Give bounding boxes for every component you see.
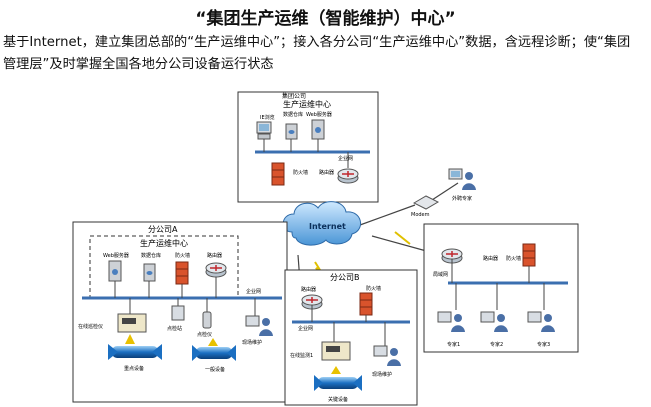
branch-b-key-equipment-label: 关键设备 — [328, 396, 348, 403]
branch-a-key-equipment-label: 重点设备 — [124, 365, 144, 372]
experts-router-icon — [441, 248, 463, 264]
branch-a-firewall-icon — [175, 261, 189, 285]
expert-3-label: 专家3 — [537, 341, 550, 348]
experts-router-label: 路由器 — [483, 255, 498, 262]
experts-lan-label: 局域网 — [433, 271, 448, 278]
branch-b-router-label: 路由器 — [301, 286, 316, 293]
branch-a-lan-label: 企业网 — [246, 288, 261, 295]
router-icon — [337, 168, 359, 184]
branch-b-firewall-icon — [359, 292, 373, 316]
external-expert-icon — [448, 168, 476, 190]
branch-b-router-icon — [301, 294, 323, 310]
branch-a-web-server-icon — [108, 260, 122, 282]
branch-b-key-equipment-icon — [314, 366, 362, 391]
branch-b-field-icon — [373, 345, 401, 366]
branch-b-monitor-label: 在线监测1 — [290, 352, 313, 359]
branch-a-monitor-icon — [117, 313, 147, 333]
branch-a-field-icon — [245, 315, 273, 336]
hq-router-label: 路由器 — [319, 169, 334, 176]
hq-company-label: 集团公司 — [282, 92, 306, 100]
page-title: “集团生产运维（智能维护）中心” — [195, 9, 456, 29]
hq-ie-label: IE浏览 — [260, 114, 275, 121]
branch-a-station-label: 点检站 — [167, 325, 182, 332]
expert-1-icon — [437, 311, 465, 332]
branch-a-checker-label: 点检仪 — [197, 331, 212, 338]
database-icon — [285, 123, 298, 140]
expert-2-icon — [480, 311, 508, 332]
branch-a-router-icon — [205, 262, 227, 278]
modem-icon — [412, 195, 440, 210]
branch-a-checker-icon — [202, 311, 212, 329]
branch-a-group: 分公司A 生产运维中心 Web服务器 数据仓库 防火墙 路由器 企业网 — [72, 221, 288, 403]
internet-label: Internet — [309, 222, 346, 231]
external-expert-label: 外聘专家 — [452, 195, 472, 202]
branch-b-firewall-label: 防火墙 — [366, 285, 381, 292]
branch-a-key-equipment-icon — [108, 334, 162, 360]
experts-firewall-label: 防火墙 — [506, 255, 521, 262]
web-server-icon — [311, 119, 325, 140]
experts-firewall-icon — [522, 243, 536, 267]
ie-browser-icon — [256, 121, 272, 140]
expert-1-label: 专家1 — [447, 341, 460, 348]
branch-a-field-label: 现场维护 — [242, 339, 262, 346]
branch-b-lan-label: 企业网 — [298, 325, 313, 332]
branch-a-general-equipment-icon — [192, 338, 236, 361]
hq-center-label: 生产运维中心 — [283, 99, 331, 109]
modem-label: Modem — [411, 212, 430, 218]
branch-a-router-label: 路由器 — [207, 252, 222, 259]
branch-a-db-label: 数据仓库 — [141, 252, 161, 259]
branch-a-name: 分公司A — [148, 225, 178, 234]
hq-firewall-label: 防火墙 — [293, 169, 308, 176]
branch-a-firewall-label: 防火墙 — [175, 252, 190, 259]
page-description: 基于Internet，建立集团总部的“生产运维中心”；接入各分公司“生产运维中心… — [3, 35, 631, 72]
branch-a-station-icon — [171, 305, 185, 321]
expert-3-icon — [527, 311, 555, 332]
internet-cloud-icon — [282, 201, 361, 246]
hq-group: 集团公司 生产运维中心 IE浏览 数据仓库 Web服务器 企业网 — [237, 91, 379, 203]
expert-2-label: 专家2 — [490, 341, 503, 348]
branch-b-field-label: 现场维护 — [372, 371, 392, 378]
hq-web-label: Web服务器 — [306, 111, 332, 118]
branch-b-name: 分公司B — [330, 273, 360, 282]
firewall-icon — [271, 162, 285, 186]
branch-a-database-icon — [143, 263, 156, 282]
branch-a-general-equipment-label: 一般设备 — [205, 366, 225, 373]
branch-b-group: 分公司B 路由器 防火墙 企业网 在线监测1 现场维护 — [284, 269, 418, 406]
branch-a-web-label: Web服务器 — [103, 252, 129, 259]
branch-b-monitor-icon — [321, 341, 351, 361]
hq-box — [237, 91, 379, 203]
experts-box — [423, 223, 579, 353]
experts-group: 路由器 防火墙 局域网 专家1 专家2 — [423, 223, 579, 353]
branch-a-center-label: 生产运维中心 — [140, 238, 188, 248]
hq-lan-label: 企业网 — [338, 155, 353, 162]
branch-a-monitor-label: 在线巡检仪 — [78, 323, 103, 330]
hq-db-label: 数据仓库 — [283, 111, 303, 118]
